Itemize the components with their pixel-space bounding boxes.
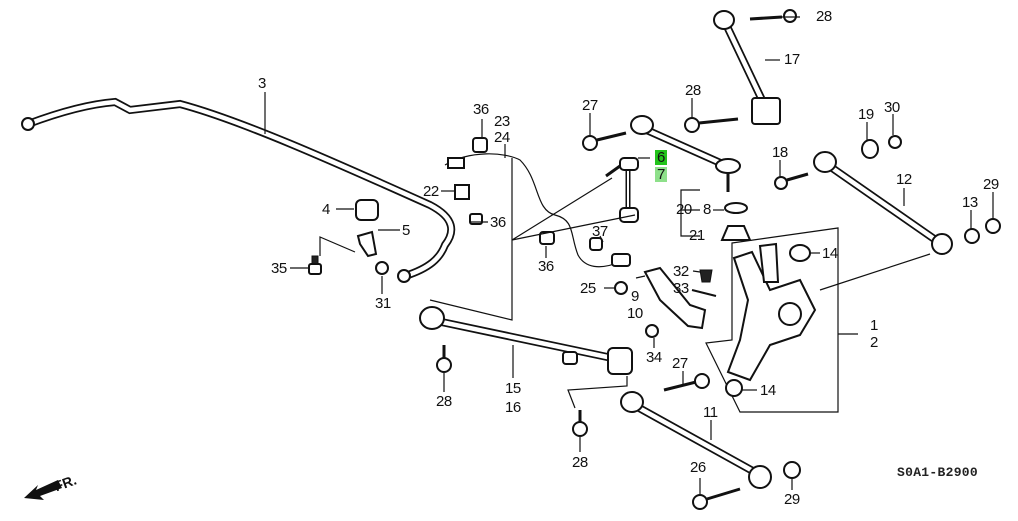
callout-35[interactable]: 35 [271,260,287,277]
callout-16[interactable]: 16 [505,399,521,416]
callout-15[interactable]: 15 [505,380,521,397]
callout-6-highlighted[interactable]: 6 [655,149,667,166]
callout-13[interactable]: 13 [962,194,978,211]
callout-18[interactable]: 18 [772,144,788,161]
callout-32[interactable]: 32 [673,263,689,280]
callout-29-bottom[interactable]: 29 [784,491,800,508]
callout-27-lower[interactable]: 27 [672,355,688,372]
callout-5[interactable]: 5 [402,222,410,239]
callout-29-top[interactable]: 29 [983,176,999,193]
abs-sensor-harness[interactable] [444,153,621,268]
callout-34[interactable]: 34 [646,349,662,366]
callout-37[interactable]: 37 [592,223,608,240]
diagram-code: S0A1-B2900 [897,465,979,480]
callout-36-top[interactable]: 36 [473,101,489,118]
knuckle-bracket[interactable] [643,266,707,330]
callout-14-upper[interactable]: 14 [822,245,838,262]
bushing-14-upper[interactable] [789,244,811,262]
callout-7-highlighted[interactable]: 7 [655,166,667,183]
callout-11[interactable]: 11 [703,404,718,421]
callout-22[interactable]: 22 [423,183,439,200]
lower-arm-c[interactable] [620,391,772,489]
callout-31[interactable]: 31 [375,295,391,312]
bushing-29-bottom[interactable] [783,461,801,479]
callout-33[interactable]: 33 [673,280,689,297]
bushing-holder[interactable] [356,230,378,258]
callout-17[interactable]: 17 [784,51,800,68]
callout-28-upper[interactable]: 28 [685,82,701,99]
bushing-29-top[interactable] [985,218,1001,234]
callout-28-top[interactable]: 28 [816,8,832,25]
mount-rubber[interactable] [720,225,752,241]
stabilizer-link[interactable] [605,157,639,223]
flange-bolt-27[interactable] [582,131,627,151]
callout-23[interactable]: 23 [494,113,510,130]
flange-bolt-18[interactable] [774,172,809,190]
flange-bolt-28-top[interactable] [749,9,797,23]
callout-28-mid[interactable]: 28 [572,454,588,471]
rear-knuckle[interactable] [726,242,817,382]
callout-12[interactable]: 12 [896,171,912,188]
callout-4[interactable]: 4 [322,201,330,218]
callout-9[interactable]: 9 [631,288,639,305]
callout-20[interactable]: 20 [676,201,692,218]
clip-33[interactable] [691,289,717,297]
flange-bolt-26[interactable] [692,487,741,510]
washer[interactable] [724,202,748,214]
callout-26[interactable]: 26 [690,459,706,476]
bolt-34[interactable] [645,324,659,338]
stabilizer-bushing[interactable] [355,199,379,221]
callout-21[interactable]: 21 [689,227,705,244]
self-locking-nut[interactable] [375,261,389,275]
callout-8[interactable]: 8 [703,201,711,218]
nut-25[interactable] [614,281,628,295]
callout-10[interactable]: 10 [627,305,643,322]
callout-36-mid[interactable]: 36 [490,214,506,231]
flange-bolt-27-lower[interactable] [663,373,710,392]
callout-14-lower[interactable]: 14 [760,382,776,399]
callout-36-low[interactable]: 36 [538,258,554,275]
upper-arm[interactable] [630,115,741,192]
flange-bolt-28-upper[interactable] [684,117,739,133]
harness-bracket[interactable] [454,184,470,200]
callout-25[interactable]: 25 [580,280,596,297]
callout-2[interactable]: 2 [870,334,878,351]
callout-27-top[interactable]: 27 [582,97,598,114]
front-direction-arrow-icon [24,480,62,500]
bushing-19[interactable] [861,139,879,159]
callout-1[interactable]: 1 [870,317,878,334]
nut-13[interactable] [964,228,980,244]
stabilizer-bar[interactable] [21,97,456,283]
lower-arm-b[interactable] [813,151,953,255]
callout-30[interactable]: 30 [884,99,900,116]
flange-bolt-28-left[interactable] [436,345,452,373]
harness-clip[interactable] [447,157,465,169]
nut-30[interactable] [888,135,902,149]
compensator-arm[interactable] [713,10,781,125]
callout-24[interactable]: 24 [494,129,510,146]
callout-3[interactable]: 3 [258,75,266,92]
callout-28-left[interactable]: 28 [436,393,452,410]
lower-arm-a[interactable] [419,306,633,375]
nut-32[interactable] [699,269,713,283]
callout-19[interactable]: 19 [858,106,874,123]
bushing-14-lower[interactable] [725,379,743,397]
flange-bolt-28-mid[interactable] [572,410,588,437]
